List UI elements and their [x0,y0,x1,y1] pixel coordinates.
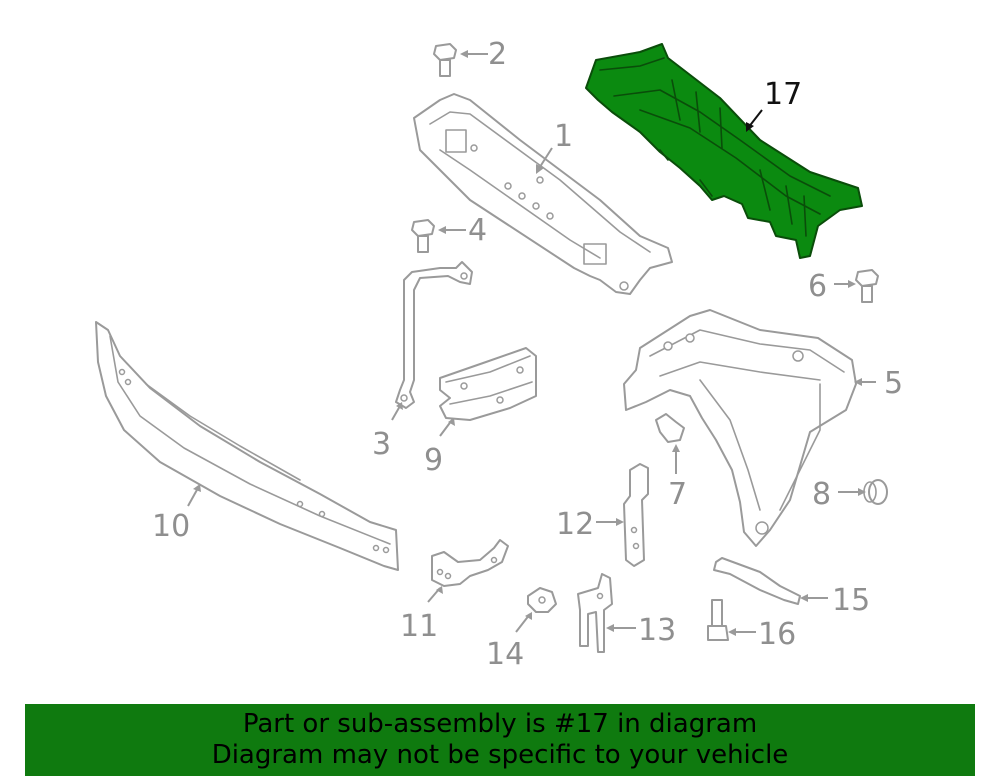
part-14-nut[interactable] [527,587,557,613]
part-6-bolt[interactable] [855,269,879,303]
callout-1[interactable]: 1 [554,119,573,154]
callout-leaders [187,50,876,636]
part-5-apron-panel[interactable] [623,309,857,547]
callout-15[interactable]: 15 [832,583,870,618]
callout-13[interactable]: 13 [638,613,676,648]
callout-14[interactable]: 14 [486,637,524,672]
callout-8[interactable]: 8 [812,477,831,512]
part-13-bracket[interactable] [577,573,613,653]
callout-3[interactable]: 3 [372,427,391,462]
callout-2[interactable]: 2 [488,37,507,72]
parts-diagram: 2 1 4 6 5 3 9 7 8 10 12 11 13 15 16 14 1… [95,37,903,672]
banner-line-2: Diagram may not be specific to your vehi… [211,740,789,770]
info-banner: Part or sub-assembly is #17 in diagram D… [25,704,975,776]
callout-12[interactable]: 12 [556,507,594,542]
part-8-clip[interactable] [863,479,888,505]
callout-5[interactable]: 5 [884,366,903,401]
part-1-crossmember[interactable] [413,93,673,295]
callout-16[interactable]: 16 [758,617,796,652]
part-12-bracket[interactable] [623,463,649,567]
part-4-bolt[interactable] [411,219,435,253]
callout-numbers: 2 1 4 6 5 3 9 7 8 10 12 11 13 15 16 14 1… [152,37,903,672]
part-17-cowl-panel[interactable] [585,43,863,259]
callout-4[interactable]: 4 [468,213,487,248]
part-10-bumper-beam[interactable] [95,321,399,571]
callout-7[interactable]: 7 [668,477,687,512]
part-9-bracket[interactable] [439,347,537,421]
part-11-bracket[interactable] [431,539,509,587]
callout-11[interactable]: 11 [400,609,438,644]
part-16-bolt[interactable] [707,599,729,641]
callout-9[interactable]: 9 [424,443,443,478]
banner-line-1: Part or sub-assembly is #17 in diagram [242,709,758,739]
part-2-bolt[interactable] [433,43,457,77]
part-15-bracket[interactable] [713,557,801,605]
part-7-bolt[interactable] [655,413,685,443]
callout-17[interactable]: 17 [764,77,802,112]
callout-6[interactable]: 6 [808,269,827,304]
callout-10[interactable]: 10 [152,509,190,544]
part-3-bracket[interactable] [395,261,473,409]
